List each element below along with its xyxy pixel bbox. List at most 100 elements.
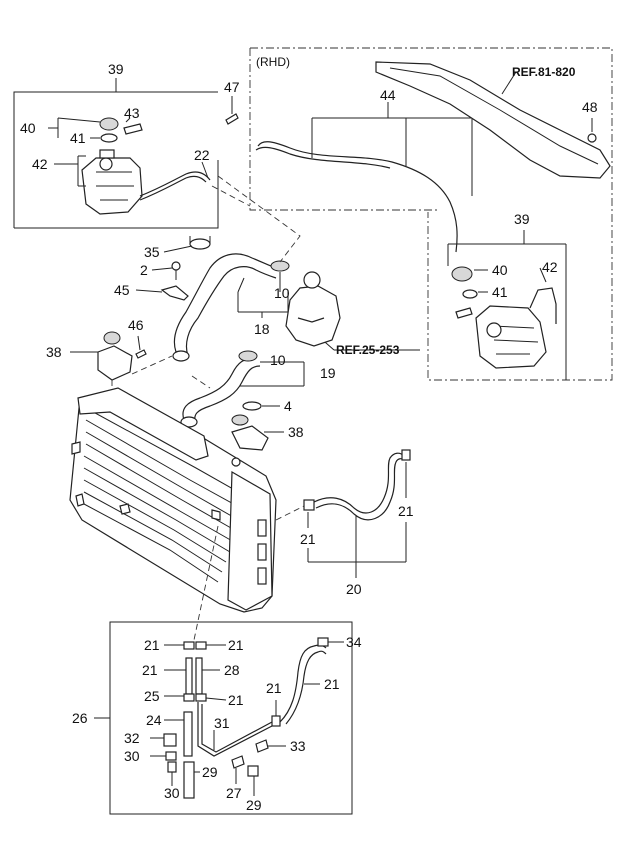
rhd-reservoir-cap: [451, 266, 473, 282]
hose-20: [313, 452, 405, 514]
reservoir-cap: [99, 117, 119, 131]
callout-38-right: 38: [288, 424, 304, 440]
clamp-4: [242, 401, 262, 411]
callout-41-rhd: 41: [492, 284, 508, 300]
callout-19: 19: [320, 365, 336, 381]
ref-25-253-label: REF.25-253: [336, 343, 400, 357]
rhd-label: (RHD): [256, 55, 290, 69]
callout-21-left: 21: [300, 531, 316, 547]
radiator-top-tank: [77, 387, 209, 461]
callout-32: 31: [214, 715, 230, 731]
callout-44: 44: [380, 87, 396, 103]
callout-29-a: 30: [124, 748, 140, 764]
callout-24: 26: [72, 710, 88, 726]
bolt-47: [225, 113, 239, 125]
callout-10-lower: 10: [270, 352, 286, 368]
callout-34: 29: [246, 797, 262, 813]
callout-2: 2: [140, 262, 148, 278]
callout-45: 45: [114, 282, 130, 298]
callout-35: 35: [144, 244, 160, 260]
callout-41: 41: [70, 130, 86, 146]
callout-30-b: 27: [226, 785, 242, 801]
mount-38-right: [231, 425, 269, 451]
overflow-hose-22: [139, 171, 211, 197]
fitting-30b: [231, 755, 245, 769]
callout-38-left: 38: [46, 344, 62, 360]
hose-28: [185, 657, 193, 695]
callout-4: 4: [284, 398, 292, 414]
clamp-21-26: [317, 637, 329, 647]
callout-21-box-c: 25: [144, 688, 160, 704]
callout-21-box-d: 21: [228, 692, 244, 708]
rhd-group: [249, 47, 613, 381]
callout-31: 24: [146, 712, 162, 728]
label-plate: [123, 123, 143, 135]
callout-46: 46: [128, 317, 144, 333]
clamp-10-upper: [270, 260, 290, 272]
radiator-assembly: [69, 387, 277, 613]
callout-48: 48: [582, 99, 598, 115]
callout-18: 18: [254, 321, 270, 337]
transmission-cooler-group: [94, 525, 353, 815]
callout-28: 21: [142, 662, 158, 678]
bolt-46: [135, 349, 147, 359]
cowl-panel: [375, 61, 611, 179]
callout-20: 20: [346, 581, 362, 597]
callout-27: 29: [202, 764, 218, 780]
pipe-27: [183, 761, 195, 799]
callout-39: 39: [108, 61, 124, 77]
bracket-45: [160, 285, 189, 301]
pipe-32: [197, 702, 273, 757]
clamp-21-h: [271, 715, 281, 727]
callout-40: 40: [20, 120, 36, 136]
hose-25: [195, 657, 203, 695]
fitting-34: [247, 765, 259, 777]
rhd-reservoir-tank: [475, 305, 547, 369]
radiator-side-tank: [227, 470, 273, 611]
mount-38-left: [97, 345, 133, 381]
hose-20-group: [275, 449, 411, 578]
callout-47: 47: [224, 79, 240, 95]
clamp-21-b: [401, 449, 411, 461]
callout-40-rhd: 40: [492, 262, 508, 278]
ref-81-820-label: REF.81-820: [512, 65, 576, 79]
lower-hose-19: [182, 357, 257, 421]
clamp-21-a: [303, 499, 315, 511]
callout-33: 32: [124, 730, 140, 746]
upper-hose-18: [173, 253, 277, 353]
fitting-33: [163, 733, 177, 747]
bolt-48: [587, 133, 597, 143]
callout-21-box-f: 34: [346, 634, 362, 650]
cap-seal: [100, 133, 118, 143]
callout-21-box-e: 21: [266, 680, 282, 696]
thermostat-housing: [285, 285, 341, 347]
callout-42-rhd: 42: [542, 259, 558, 275]
callout-43: 43: [124, 105, 140, 121]
clamp-10-lower: [238, 350, 258, 362]
bolt-2: [171, 261, 181, 271]
callout-39-rhd: 39: [514, 211, 530, 227]
callout-26: 21: [324, 676, 340, 692]
callout-21-right: 21: [398, 503, 414, 519]
fitting-29b: [167, 761, 177, 773]
callout-29-b: 30: [164, 785, 180, 801]
fitting-30a: [255, 739, 269, 753]
rhd-bracket-42: [529, 287, 557, 324]
hose-44: [257, 141, 458, 253]
lower-hose-group: [180, 350, 305, 451]
callout-10-upper: 10: [274, 285, 290, 301]
upper-hose-group: [135, 175, 341, 362]
clamp-35: [189, 238, 211, 250]
callout-21-box-b: 21: [228, 637, 244, 653]
fitting-29a: [165, 751, 177, 761]
callout-labels: (RHD) REF.81-820 REF.25-253 39 47 43 40 …: [20, 55, 598, 813]
callout-25: 28: [224, 662, 240, 678]
callout-21-box-a: 21: [144, 637, 160, 653]
reservoir-group-lhd: [13, 78, 239, 229]
rhd-cap-seal: [462, 289, 478, 299]
callout-22: 22: [194, 147, 210, 163]
pipe-31: [183, 711, 193, 757]
callout-42: 42: [32, 156, 48, 172]
